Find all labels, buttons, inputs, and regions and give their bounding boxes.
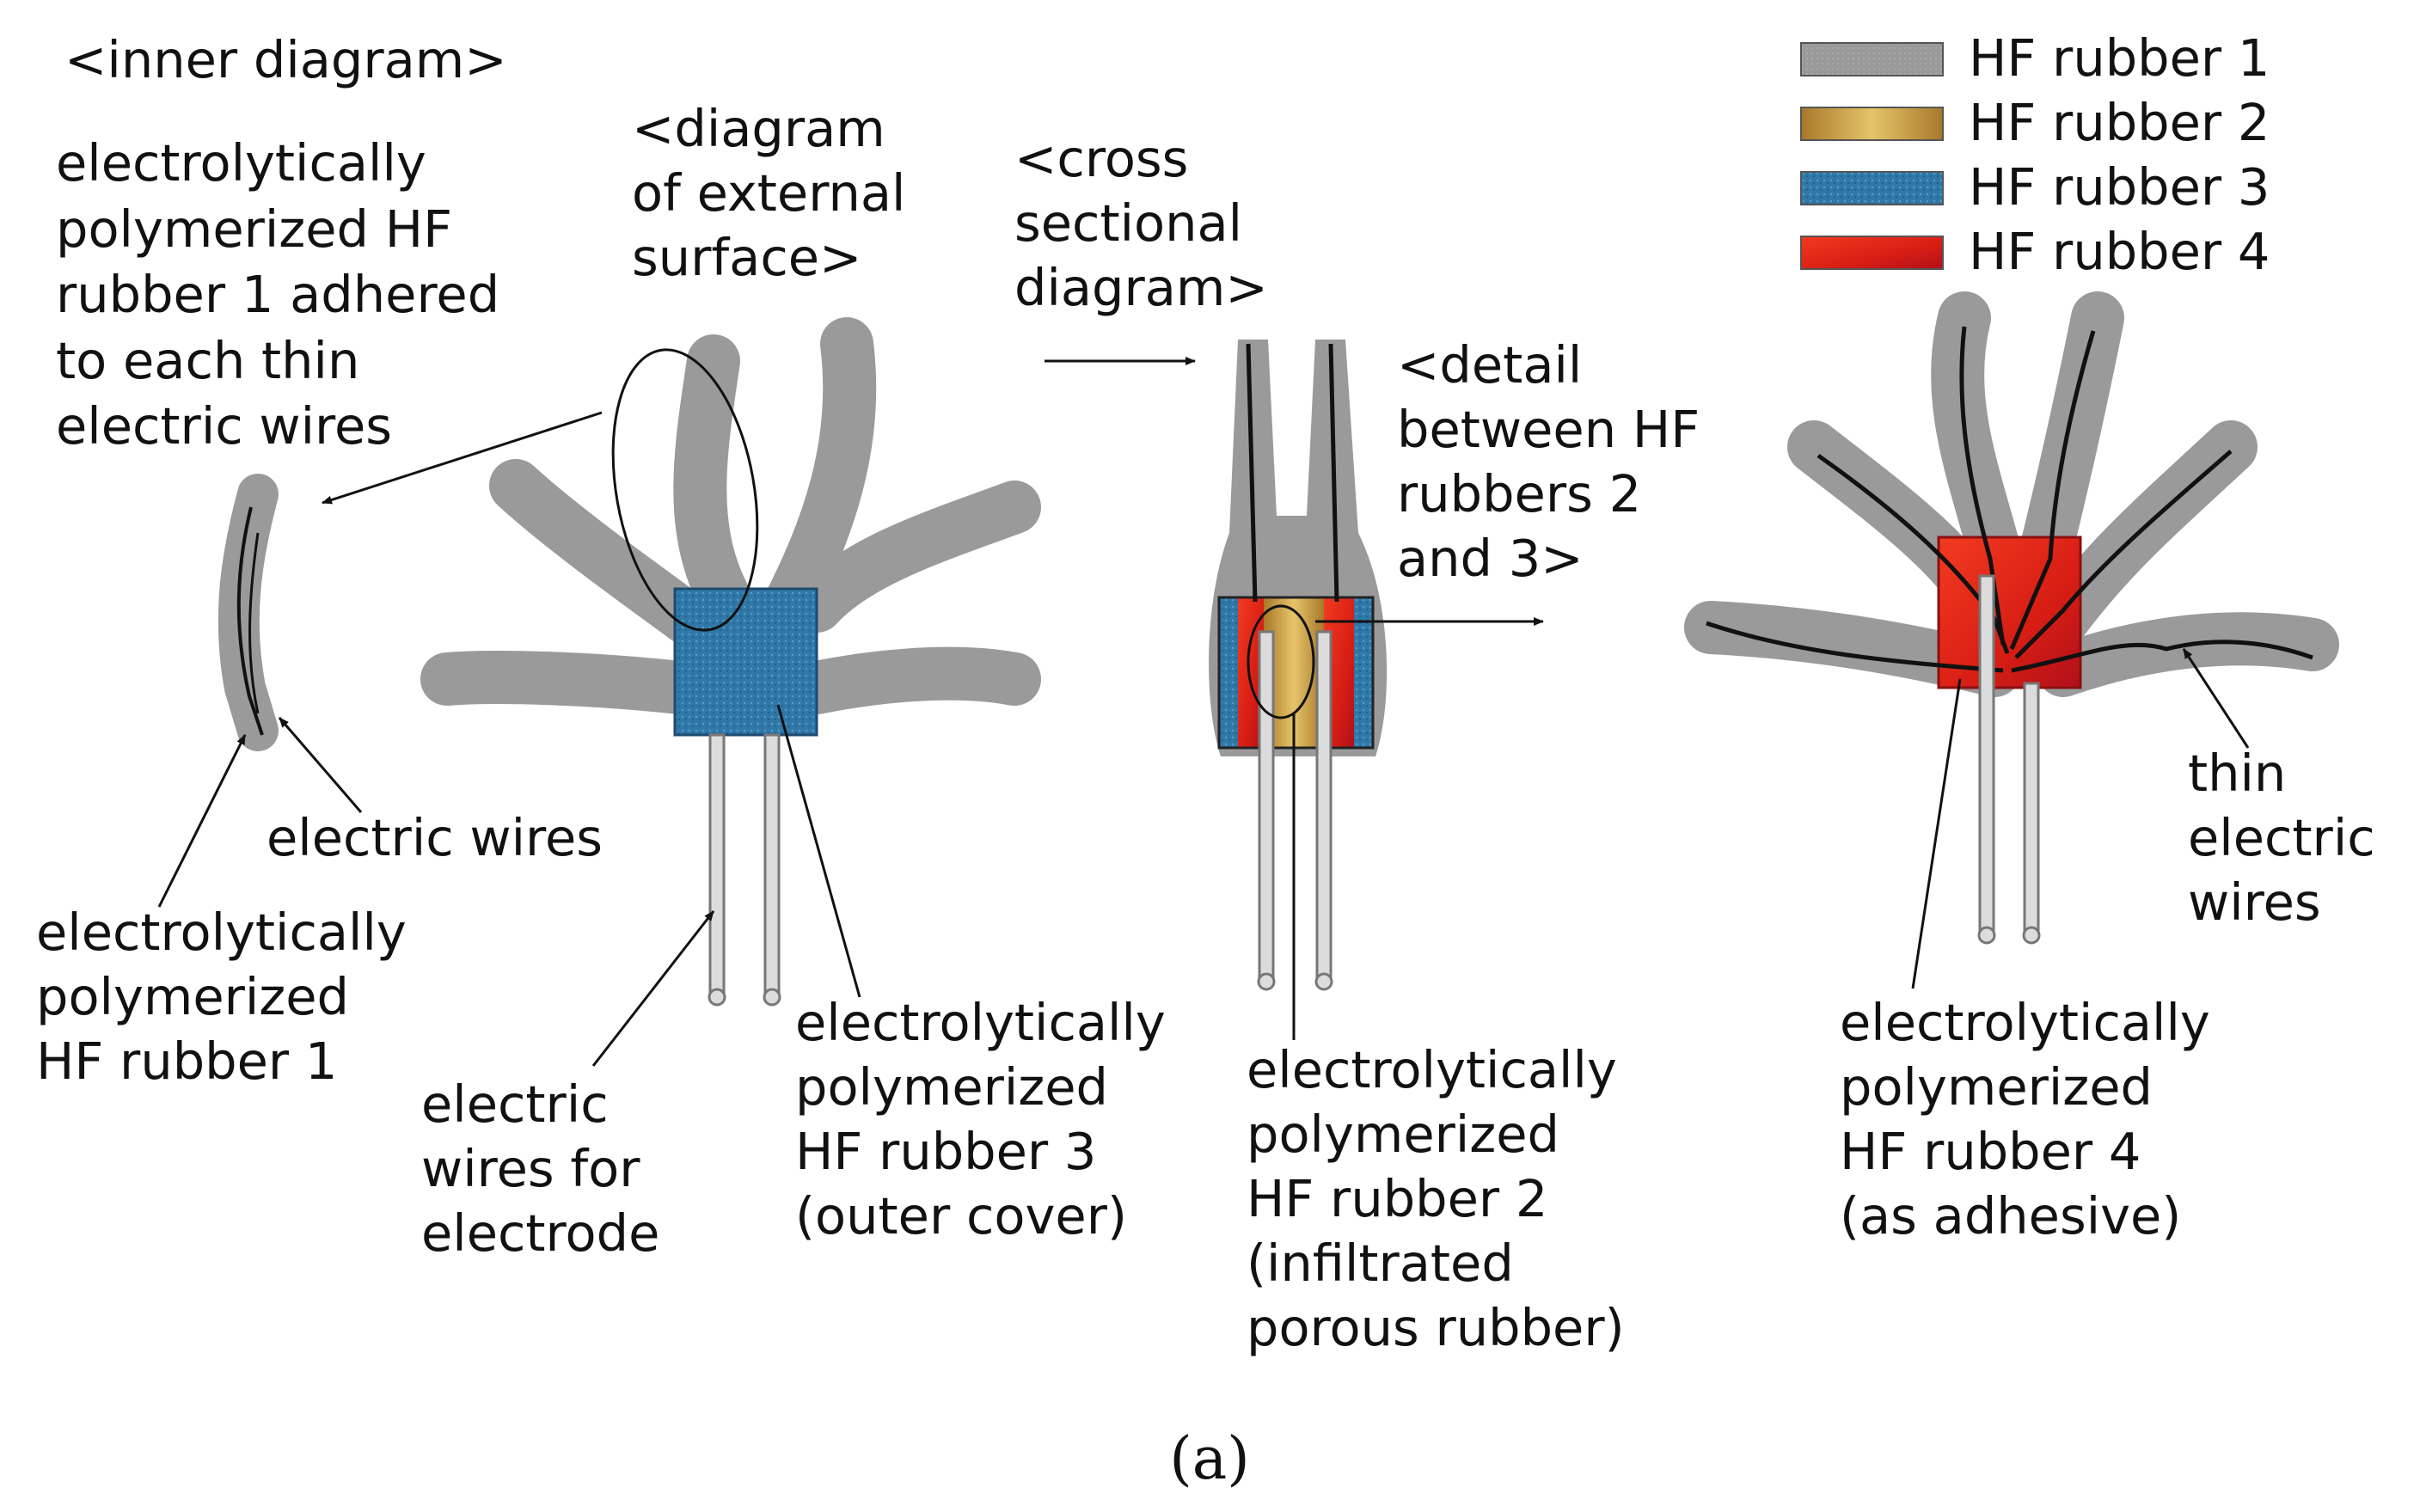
cross-detail-label: <detail between HF rubbers 2 and 3> xyxy=(1397,335,1716,588)
inner-arrow-adhered xyxy=(322,411,603,505)
external-electrode-label: electric wires for electrode xyxy=(421,1074,659,1263)
cross-hf3-right xyxy=(1354,597,1373,748)
legend-label-hf3: HF rubber 3 xyxy=(1969,157,2270,217)
cross-electrode-wires xyxy=(1257,630,1333,991)
legend-swatch-hf1 xyxy=(1800,42,1944,77)
assembled-diagram: thin electric wires electrolytically pol… xyxy=(1684,291,2391,1246)
cross-diagram: <cross sectional diagram> <detail betwee… xyxy=(1014,129,1716,1357)
inner-wire-1 xyxy=(236,506,264,736)
inner-arrow-hf1 xyxy=(157,734,247,908)
external-title: <diagram of external surface> xyxy=(632,99,922,287)
legend-label-hf4: HF rubber 4 xyxy=(1969,222,2270,281)
inner-wires-label: electric wires xyxy=(267,808,603,867)
cross-outline xyxy=(1217,596,1375,750)
legend: HF rubber 1 HF rubber 2 HF rubber 3 HF r… xyxy=(1800,28,2270,281)
legend-swatch-hf3 xyxy=(1800,171,1944,205)
external-hf3-label: electrolytically polymerized HF rubber 3… xyxy=(795,993,1182,1246)
cross-title: <cross sectional diagram> xyxy=(1014,129,1268,317)
assembled-pointer-hf4 xyxy=(1911,678,1962,989)
legend-label-hf1: HF rubber 1 xyxy=(1969,28,2270,88)
legend-label-hf2: HF rubber 2 xyxy=(1969,93,2270,152)
inner-arrow-wires xyxy=(278,717,363,813)
external-diagram: <diagram of external surface> electric w… xyxy=(420,99,1182,1263)
assembled-hf4-adhesive xyxy=(1937,536,2082,689)
cross-hf3-left xyxy=(1219,597,1238,748)
legend-swatch-hf2 xyxy=(1800,107,1944,141)
external-hf3-cover xyxy=(673,587,818,737)
external-arrow-electrode xyxy=(591,910,715,1067)
inner-adhered-label: electrolytically polymerized HF rubber 1… xyxy=(56,133,516,456)
assembled-arrow-thin xyxy=(2182,648,2250,749)
external-arrow-hf3 xyxy=(776,704,861,998)
cross-detail-ellipse xyxy=(1247,604,1315,719)
external-electrode-wires xyxy=(708,733,781,1007)
inner-diagram: <inner diagram> electrolytically polymer… xyxy=(36,30,603,1091)
cross-hf2-label: electrolytically polymerized HF rubber 2… xyxy=(1247,1040,1633,1357)
assembled-electrode-wires xyxy=(1977,574,2041,945)
external-rubber-arms xyxy=(420,317,1041,714)
inner-hf1-label: electrolytically polymerized HF rubber 1 xyxy=(36,903,423,1091)
cross-inner-wires xyxy=(1246,343,1339,603)
assembled-thin-label: thin electric wires xyxy=(2188,744,2391,932)
assembled-hf4-label: electrolytically polymerized HF rubber 4… xyxy=(1840,993,2227,1246)
legend-swatch-hf4 xyxy=(1800,236,1944,270)
figure-caption: (a) xyxy=(1169,1425,1250,1493)
inner-wire-2 xyxy=(248,532,260,714)
inner-title: <inner diagram> xyxy=(64,30,507,89)
external-zoom-ellipse xyxy=(611,348,759,632)
